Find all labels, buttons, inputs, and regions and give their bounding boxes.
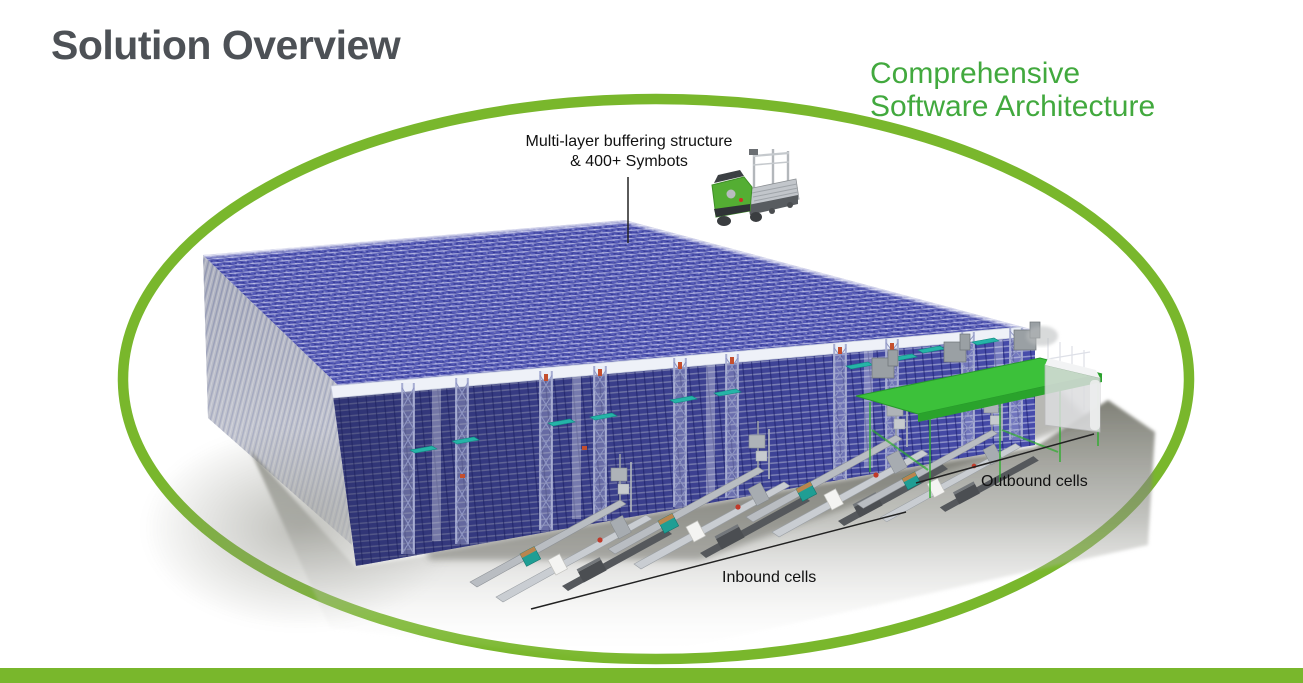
green-ellipse-frame — [117, 93, 1195, 665]
outbound-cells-label: Outbound cells — [981, 473, 1088, 490]
buffer-structure-label-line1: Multi-layer buffering structure — [525, 133, 733, 150]
leader-line-inbound — [530, 511, 907, 610]
page-title: Solution Overview — [51, 22, 401, 68]
buffer-structure-label: Multi-layer buffering structure & 400+ S… — [495, 132, 763, 172]
warehouse-render — [142, 217, 1155, 662]
buffer-structure-label-line2: & 400+ Symbots — [570, 153, 688, 170]
outbound-cells-platform — [855, 321, 1103, 498]
leader-line-outbound — [915, 433, 1095, 484]
subtitle: Comprehensive Software Architecture — [870, 57, 1155, 123]
symbot-robot — [711, 149, 800, 226]
subtitle-line2: Software Architecture — [870, 90, 1156, 123]
footer-accent-bar — [0, 668, 1303, 683]
inbound-cells-label: Inbound cells — [722, 569, 817, 586]
subtitle-line1: Comprehensive — [870, 57, 1081, 90]
